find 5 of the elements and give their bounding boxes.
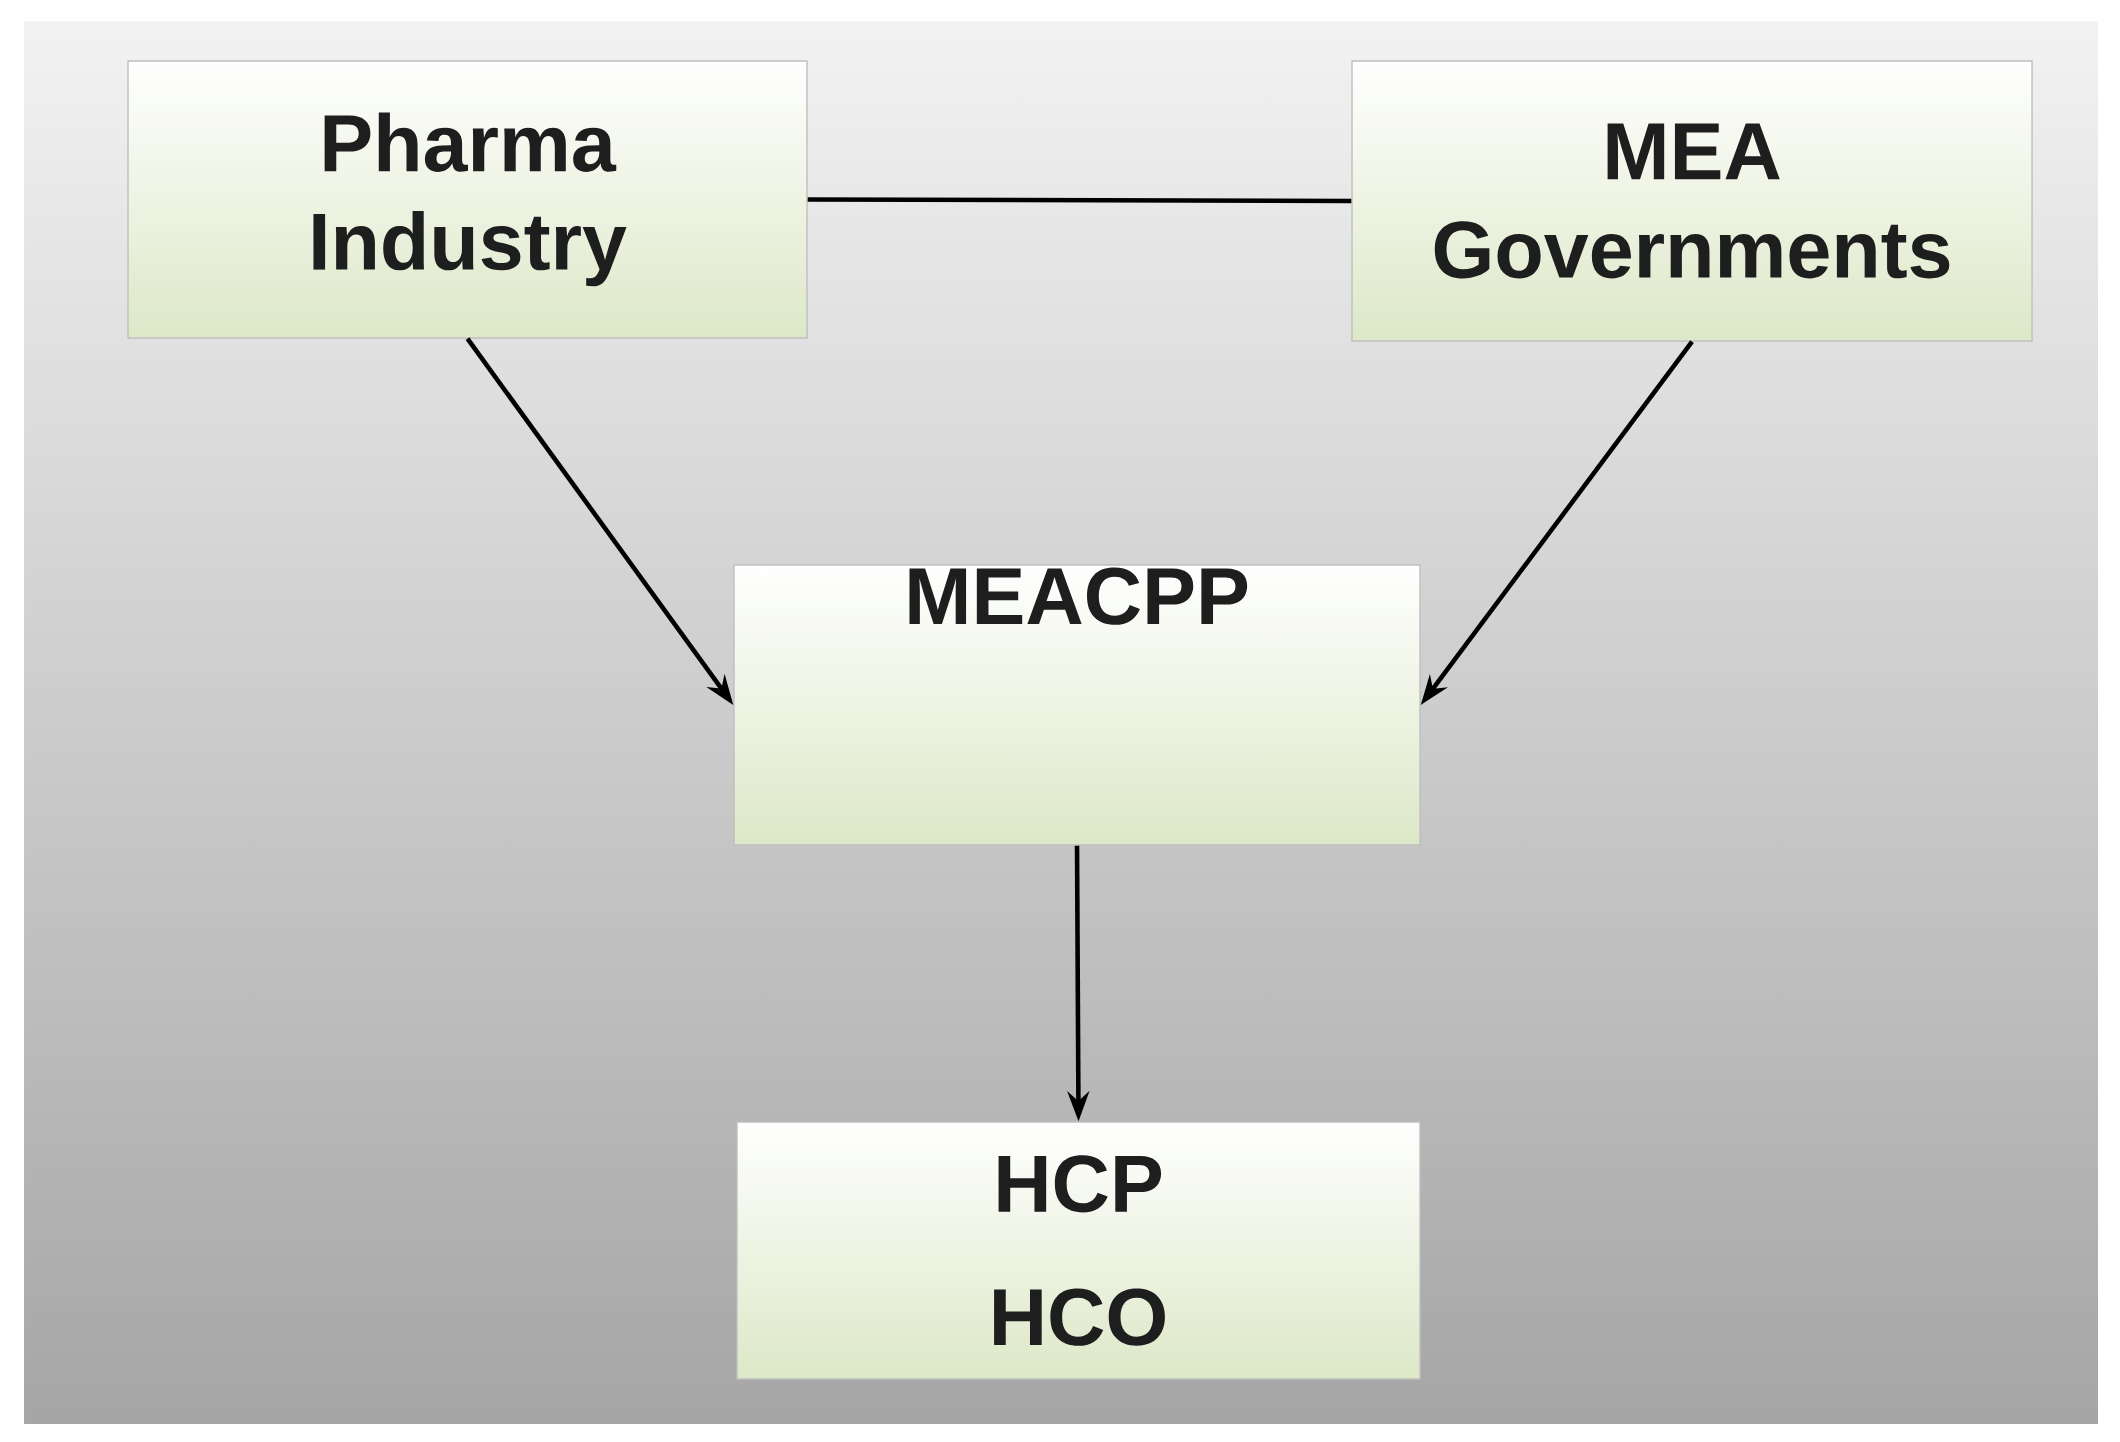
process-box: MEA Governments — [1351, 60, 2033, 342]
connector-line — [807, 197, 1352, 204]
process-box: Pharma Industry — [127, 60, 808, 339]
process-box: MEACPP — [733, 564, 1421, 846]
process-box: HCP HCO — [736, 1121, 1421, 1380]
